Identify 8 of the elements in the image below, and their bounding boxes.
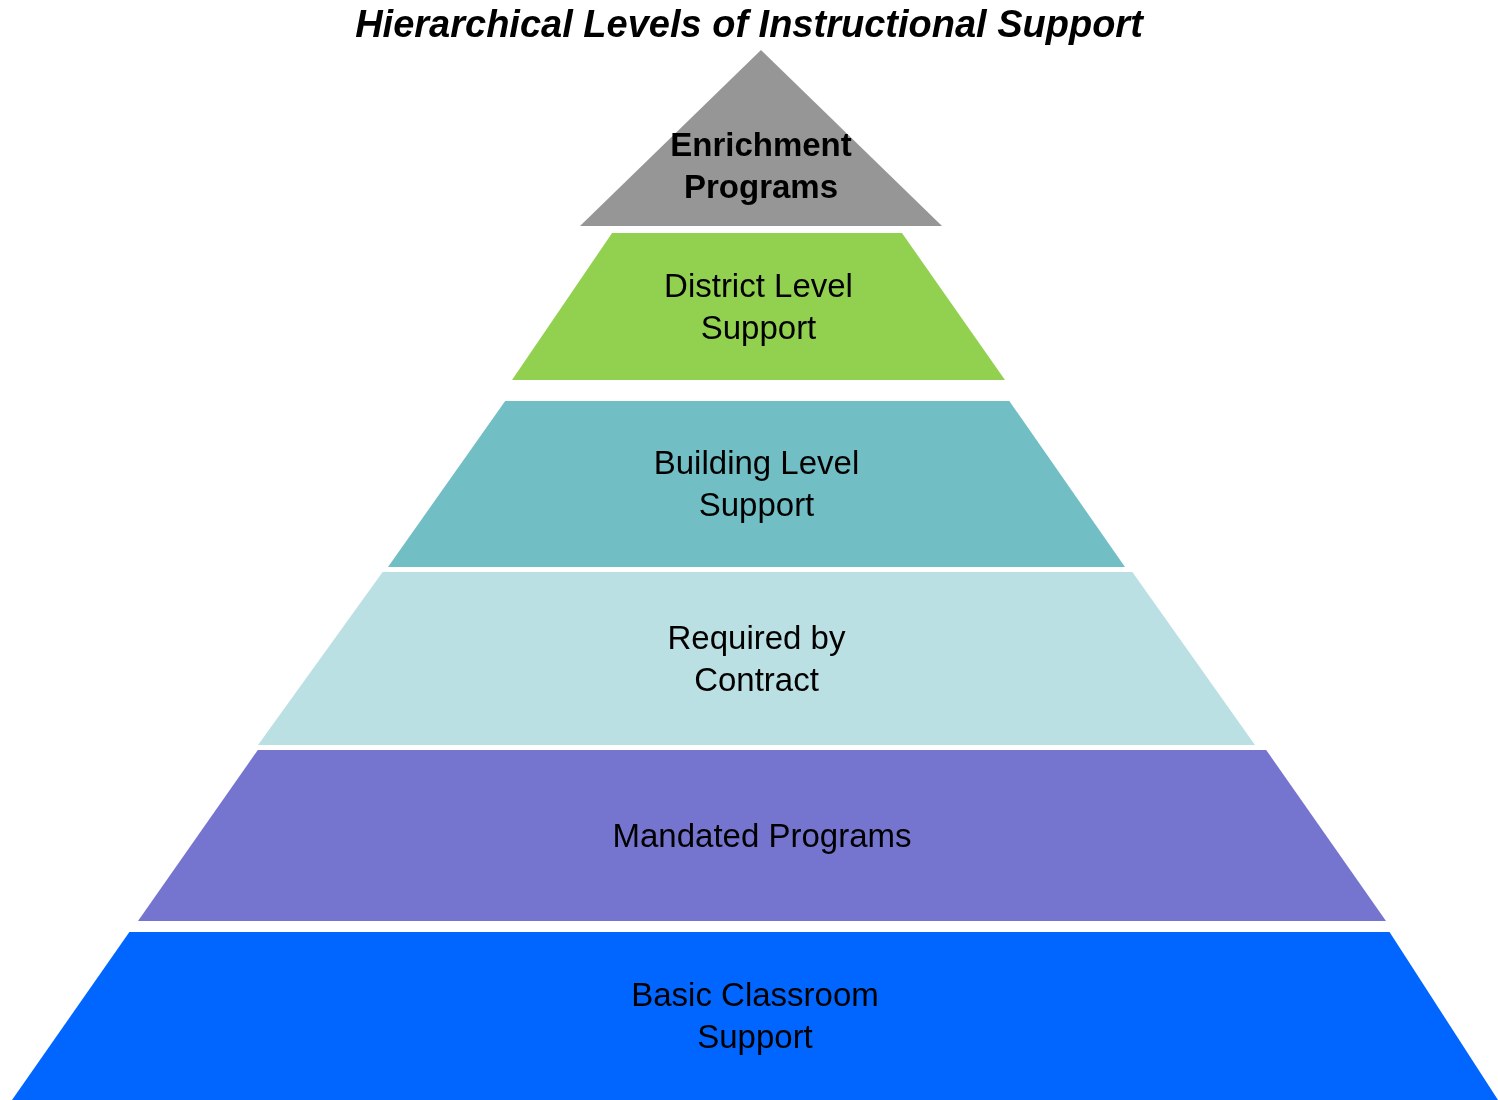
tier-label: Building Level Support xyxy=(652,443,861,525)
tier-label: Basic Classroom Support xyxy=(630,975,880,1057)
tier-label: Enrichment Programs xyxy=(669,124,853,207)
tier-label: Mandated Programs xyxy=(612,815,912,856)
tier-label: Required by Contract xyxy=(666,617,847,700)
tier-label: District Level Support xyxy=(663,265,854,348)
pyramid-tier xyxy=(12,932,1498,1100)
title: Hierarchical Levels of Instructional Support xyxy=(354,2,1145,47)
